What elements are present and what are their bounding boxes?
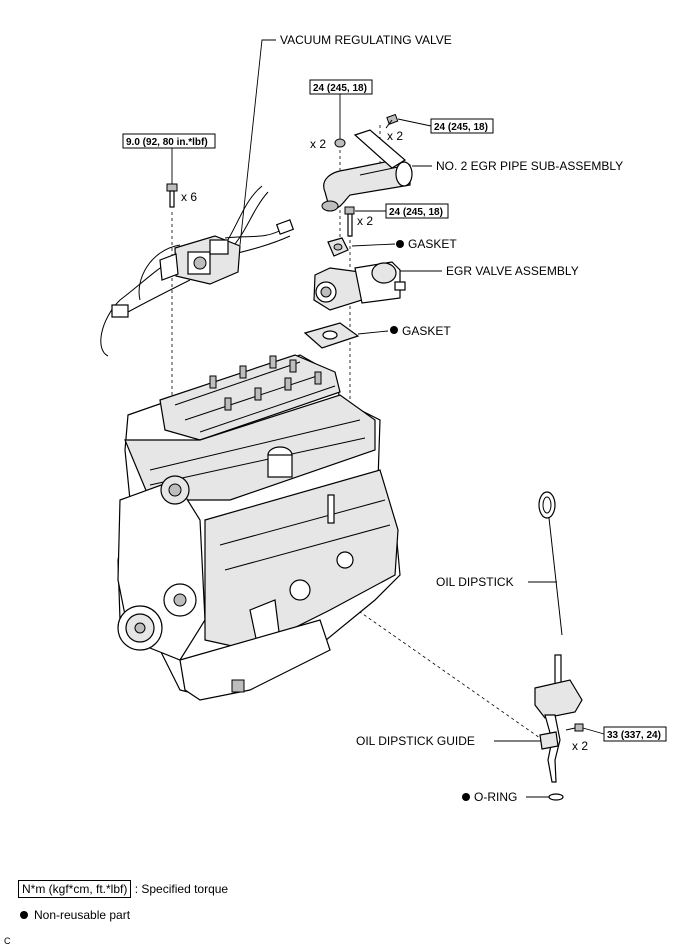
torque-callout-valve-bolts: 24 (245, 18) x 2 <box>355 203 449 228</box>
gasket-upper-label: GASKET <box>408 237 457 251</box>
vacuum-valve-bolt-icon <box>166 183 178 208</box>
non-reusable-bullet-icon <box>390 326 398 334</box>
egr-valve-label: EGR VALVE ASSEMBLY <box>446 264 579 278</box>
egr-valve-gasket-illustration <box>303 322 360 349</box>
oil-dipstick-illustration <box>538 491 563 636</box>
egr-pipe-nut-icon <box>334 138 346 148</box>
torque-value: 9.0 (92, 80 in.*lbf) <box>126 137 208 148</box>
vacuum-regulating-valve-illustration <box>100 185 295 357</box>
gasket-lower-label: GASKET <box>402 324 451 338</box>
torque-callout-pipe-bolts: 24 (245, 18) x 2 <box>387 118 494 143</box>
legend-torque-box: N*m (kgf*cm, ft.*lbf) <box>18 880 132 898</box>
o-ring-label: O-RING <box>474 790 517 804</box>
torque-callout-vacuum: 9.0 (92, 80 in.*lbf) x 6 <box>122 133 216 204</box>
engine-block-illustration <box>117 354 401 701</box>
egr-pipe-gasket-illustration <box>327 237 349 257</box>
egr-pipe-illustration <box>321 129 413 212</box>
torque-callout-guide-bolts: 33 (337, 24) x 2 <box>572 726 667 753</box>
quantity-label: x 6 <box>181 190 197 204</box>
oil-dipstick-guide-label: OIL DIPSTICK GUIDE <box>356 734 475 748</box>
non-reusable-bullet-icon <box>20 911 28 919</box>
egr-pipe-label: NO. 2 EGR PIPE SUB-ASSEMBLY <box>436 159 623 173</box>
torque-value: 24 (245, 18) <box>313 83 367 94</box>
non-reusable-bullet-icon <box>396 240 404 248</box>
torque-value: 24 (245, 18) <box>389 207 443 218</box>
torque-callout-pipe-nuts: 24 (245, 18) x 2 <box>309 79 373 151</box>
vacuum-regulating-valve-label: VACUUM REGULATING VALVE <box>280 33 452 47</box>
quantity-label: x 2 <box>387 129 403 143</box>
oil-dipstick-guide-bolt-icon <box>565 723 584 732</box>
oil-dipstick-label: OIL DIPSTICK <box>436 575 514 589</box>
egr-valve-illustration <box>313 261 406 311</box>
quantity-label: x 2 <box>310 137 326 151</box>
egr-valve-bolt-icon <box>344 206 355 237</box>
quantity-label: x 2 <box>357 214 373 228</box>
torque-value: 33 (337, 24) <box>607 730 661 741</box>
non-reusable-bullet-icon <box>462 793 470 801</box>
corner-mark: C <box>4 936 11 946</box>
torque-value: 24 (245, 18) <box>434 122 488 133</box>
quantity-label: x 2 <box>572 739 588 753</box>
legend-nonreusable: Non-reusable part <box>20 908 130 922</box>
legend-nonreusable-text: Non-reusable part <box>34 908 131 922</box>
egr-pipe-bolt-icon <box>385 113 399 129</box>
o-ring-illustration <box>548 793 564 801</box>
oil-dipstick-guide-illustration <box>534 654 583 783</box>
leader-lines <box>239 39 557 798</box>
legend-torque: N*m (kgf*cm, ft.*lbf) : Specified torque <box>18 880 228 898</box>
legend-torque-text: : Specified torque <box>134 882 229 896</box>
